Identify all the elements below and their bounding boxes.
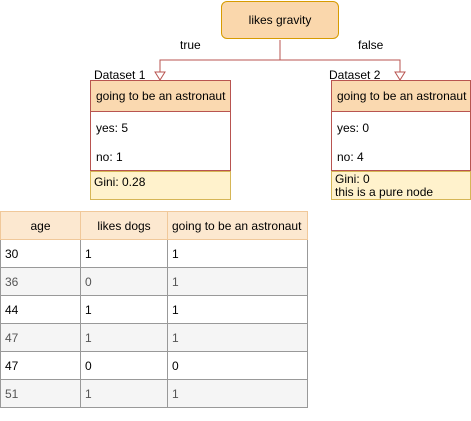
cell-likes-dogs: 0 — [80, 267, 168, 296]
cell-age: 44 — [0, 295, 81, 324]
table-row[interactable]: 47 0 0 — [0, 351, 308, 380]
root-node-likes-gravity[interactable]: likes gravity — [221, 1, 339, 39]
cell-likes-dogs: 1 — [80, 323, 168, 352]
table-header-row: age likes dogs going to be an astronaut — [0, 211, 308, 240]
cell-age: 36 — [0, 267, 81, 296]
right-leaf-title: going to be an astronaut — [332, 81, 470, 112]
dataset-table: age likes dogs going to be an astronaut … — [0, 211, 308, 408]
dataset-1-label: Dataset 1 — [94, 68, 146, 82]
edge-false-arrowhead — [394, 71, 406, 81]
edge-true — [159, 40, 281, 74]
table-row[interactable]: 36 0 1 — [0, 267, 308, 296]
column-header-astronaut[interactable]: going to be an astronaut — [167, 211, 308, 240]
left-leaf-yes: yes: 5 — [96, 121, 129, 135]
left-gini-value: Gini: 0.28 — [94, 175, 146, 189]
right-gini-note: this is a pure node — [335, 185, 434, 199]
cell-age: 51 — [0, 379, 81, 408]
left-leaf-no: no: 1 — [96, 150, 123, 164]
cell-likes-dogs: 1 — [80, 295, 168, 324]
right-leaf-no: no: 4 — [337, 150, 364, 164]
cell-likes-dogs: 1 — [80, 239, 168, 268]
right-leaf-yes: yes: 0 — [337, 121, 370, 135]
edge-false — [280, 59, 401, 74]
right-gini-box: Gini: 0 this is a pure node — [331, 171, 471, 200]
cell-astronaut: 1 — [167, 295, 308, 324]
edge-label-false: false — [357, 38, 385, 52]
table-row[interactable]: 51 1 1 — [0, 379, 308, 408]
dataset-2-label: Dataset 2 — [329, 68, 381, 82]
cell-likes-dogs: 0 — [80, 351, 168, 380]
cell-astronaut: 0 — [167, 351, 308, 380]
cell-age: 47 — [0, 323, 81, 352]
table-row[interactable]: 30 1 1 — [0, 239, 308, 268]
cell-likes-dogs: 1 — [80, 379, 168, 408]
cell-astronaut: 1 — [167, 379, 308, 408]
right-gini-value: Gini: 0 — [335, 172, 370, 186]
edge-label-true: true — [179, 38, 202, 52]
root-node-label: likes gravity — [248, 13, 312, 27]
cell-age: 47 — [0, 351, 81, 380]
cell-astronaut: 1 — [167, 267, 308, 296]
left-leaf-title: going to be an astronaut — [91, 81, 230, 112]
edge-true-arrowhead — [154, 71, 166, 81]
left-gini-box: Gini: 0.28 — [90, 171, 231, 200]
cell-astronaut: 1 — [167, 323, 308, 352]
cell-age: 30 — [0, 239, 81, 268]
table-row[interactable]: 47 1 1 — [0, 323, 308, 352]
table-row[interactable]: 44 1 1 — [0, 295, 308, 324]
cell-astronaut: 1 — [167, 239, 308, 268]
left-leaf-node[interactable]: going to be an astronaut yes: 5 no: 1 — [90, 80, 231, 171]
column-header-age[interactable]: age — [0, 211, 81, 240]
column-header-likes-dogs[interactable]: likes dogs — [80, 211, 168, 240]
right-leaf-node[interactable]: going to be an astronaut yes: 0 no: 4 — [331, 80, 471, 171]
